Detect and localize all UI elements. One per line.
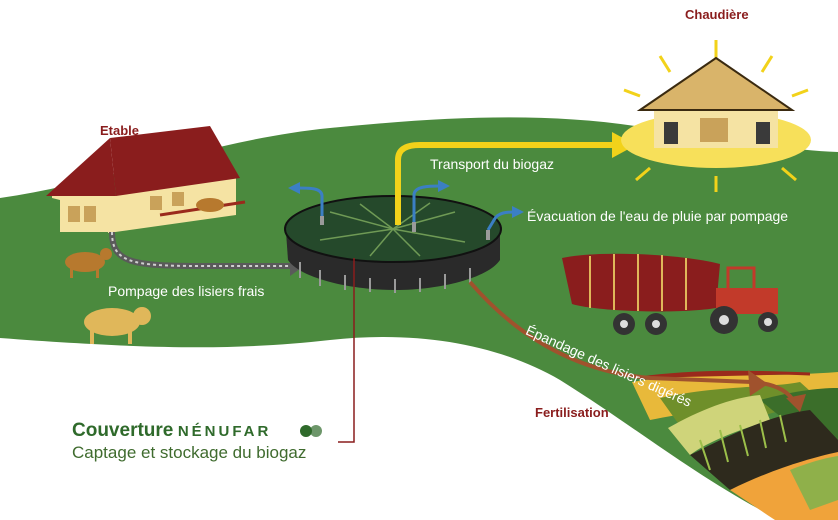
brand-heading: Couverture NÉNUFAR [72,420,271,442]
label-etable: Etable [100,123,140,138]
digester-tank [284,195,502,293]
barn-illustration [46,126,246,233]
spreading-pipe [468,280,798,406]
label-transport-biogaz: Transport du biogaz [430,156,554,172]
brand-name: NÉNUFAR [177,423,272,440]
brand-tagline: Captage et stockage du biogaz [72,443,307,462]
cow-large-illustration [84,307,151,344]
biogas-transport-pipe [395,142,618,225]
label-chaudiere: Chaudière [685,7,749,22]
brand-prefix: Couverture [72,420,174,441]
label-fertilisation: Fertilisation [535,405,609,420]
tractor-illustration [562,253,778,335]
cover-leader-line [338,258,355,443]
rain-pipe-left [297,186,324,216]
fields-illustration [632,370,838,520]
rain-pipe-center [412,184,441,222]
boiler-house-illustration [621,40,811,192]
nenufar-logo-dot-right [310,425,322,437]
slurry-pipe [109,231,292,269]
nenufar-logo-dot-left [300,425,312,437]
label-pompage-lisiers: Pompage des lisiers frais [108,283,265,299]
cow-small-illustration [65,248,112,278]
label-evacuation-eau: Évacuation de l'eau de pluie par pompage [527,208,789,224]
rain-pipe-right [486,210,515,231]
